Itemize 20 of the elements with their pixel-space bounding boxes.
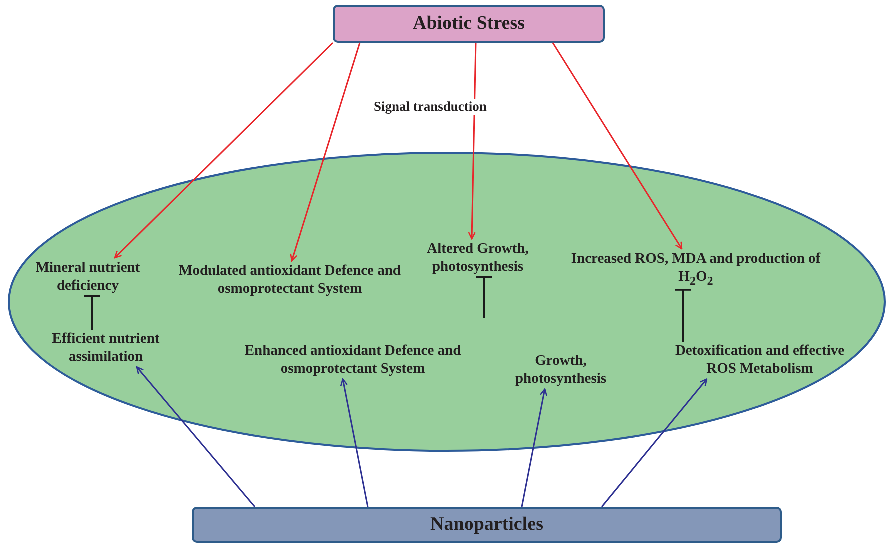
node-text: Mineral nutrient deficiency: [18, 259, 158, 296]
arrow: [552, 42, 683, 250]
label-box: Abiotic Stress: [333, 5, 605, 43]
inhibition-line: [476, 276, 492, 318]
node-text: Enhanced antioxidant Defence and osmoprotectant System: [213, 342, 493, 378]
inhibition-line: [675, 289, 691, 342]
arrow: [290, 42, 361, 262]
arrow: [136, 366, 256, 508]
node-text: Increased ROS, MDA and production of H$_{2}$O$_{2}$: [558, 250, 834, 290]
annotation-text: Signal transduction: [372, 99, 489, 115]
inhibition-line: [84, 295, 100, 330]
node-text: Efficient nutrient assimilation: [31, 330, 181, 366]
node-text: Growth, photosynthesis: [498, 352, 624, 388]
arrow: [114, 42, 334, 259]
arrow: [340, 378, 369, 508]
arrow: [601, 378, 708, 508]
node-text: Detoxification and effective ROS Metabolism: [674, 342, 846, 378]
arrow: [521, 388, 548, 508]
arrow: [468, 42, 477, 240]
label-box: Nanoparticles: [192, 507, 782, 543]
